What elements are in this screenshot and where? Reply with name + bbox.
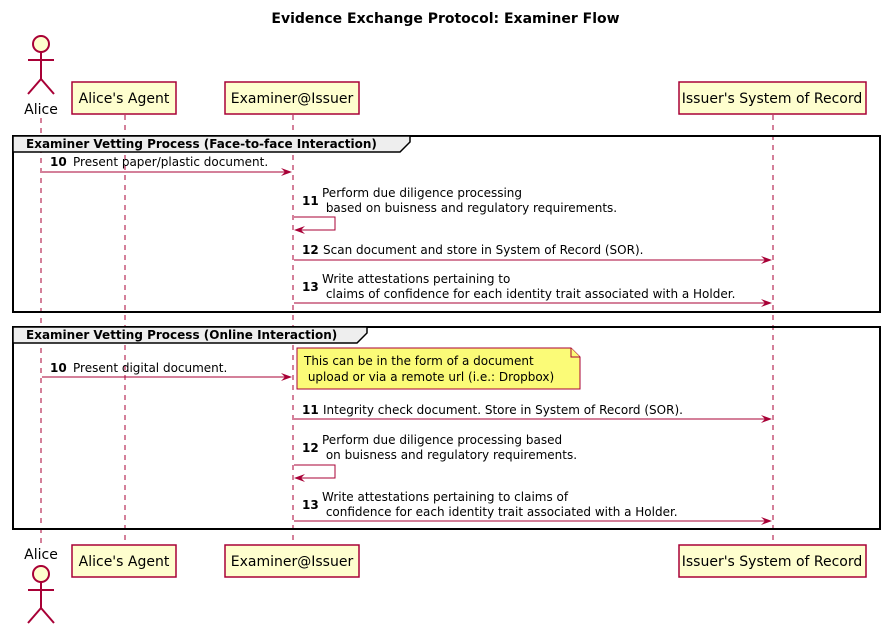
participant-alice-top-label: Alice	[24, 102, 58, 118]
participant-agent-top	[71, 81, 177, 115]
g2-msg12-number: 12	[302, 441, 319, 455]
note-box	[296, 347, 581, 390]
g1-msg11-text-line1: Perform due diligence processing	[322, 186, 522, 200]
participant-sor-top-label: Issuer's System of Record	[682, 91, 863, 107]
participant-agent-top-label: Alice's Agent	[79, 91, 170, 107]
g2-msg12-text-line1: Perform due diligence processing based	[322, 433, 562, 447]
note-text-line1: This can be in the form of a document	[303, 354, 534, 368]
participant-agent-bottom-label: Alice's Agent	[79, 554, 170, 570]
g2-msg10-number: 10	[50, 361, 67, 375]
diagram-title: Evidence Exchange Protocol: Examiner Flo…	[271, 11, 619, 27]
participant-examiner-top-label: Examiner@Issuer	[231, 91, 354, 107]
g2-msg13-text-line1: Write attestations pertaining to claims …	[322, 490, 569, 504]
g1-msg10-text: Present paper/plastic document.	[73, 155, 268, 169]
group-face-to-face-tab	[12, 135, 411, 153]
participant-alice-bottom-label: Alice	[24, 547, 58, 563]
g2-msg11-number: 11	[302, 403, 319, 417]
note-fold	[570, 348, 580, 358]
group-face-to-face-label: Examiner Vetting Process (Face-to-face I…	[26, 137, 377, 151]
g2-msg13-text-line2: confidence for each identity trait assoc…	[322, 505, 678, 519]
participant-examiner-bottom-label: Examiner@Issuer	[231, 554, 354, 570]
group-face-to-face-frame	[12, 135, 881, 313]
g2-msg12-self-arrow	[294, 464, 336, 479]
g1-msg13-text-line1: Write attestations pertaining to	[322, 272, 510, 286]
participant-examiner-bottom	[224, 544, 360, 578]
g2-msg10-text: Present digital document.	[73, 361, 227, 375]
participant-sor-bottom-label: Issuer's System of Record	[682, 554, 863, 570]
g1-msg13-text-line2: claims of confidence for each identity t…	[322, 287, 735, 301]
g2-msg11-text: Integrity check document. Store in Syste…	[323, 403, 683, 417]
g2-msg12-text-line2: on buisness and regulatory requirements.	[322, 448, 577, 462]
g2-msg11-arrowhead	[761, 415, 772, 423]
note-text-line2: upload or via a remote url (i.e.: Dropbo…	[304, 370, 554, 384]
g1-msg10-arrowhead	[281, 168, 292, 176]
g1-msg11-text-line2: based on buisness and regulatory require…	[322, 201, 617, 215]
group-online-tab	[12, 326, 368, 344]
g1-msg11-number: 11	[302, 194, 319, 208]
group-online-frame	[12, 326, 881, 530]
participant-agent-bottom	[71, 544, 177, 578]
g2-msg10-arrowhead	[281, 373, 292, 381]
g1-msg11-arrowhead	[294, 226, 305, 234]
g2-msg13-number: 13	[302, 498, 319, 512]
group-online-label: Examiner Vetting Process (Online Interac…	[26, 328, 337, 342]
participant-sor-top	[678, 81, 867, 115]
g1-msg10-number: 10	[50, 155, 67, 169]
g1-msg13-arrowhead	[761, 299, 772, 307]
g1-msg12-number: 12	[302, 243, 319, 257]
actor-alice-top-icon	[27, 35, 55, 95]
g1-msg12-text: Scan document and store in System of Rec…	[323, 243, 643, 257]
g1-msg12-arrowhead	[761, 256, 772, 264]
g1-msg13-number: 13	[302, 280, 319, 294]
participant-examiner-top	[224, 81, 360, 115]
g2-msg12-arrowhead	[294, 474, 305, 482]
g2-msg13-arrowhead	[761, 517, 772, 525]
g1-msg11-self-arrow	[294, 216, 336, 231]
participant-sor-bottom	[678, 544, 867, 578]
actor-alice-bottom-icon	[27, 565, 55, 624]
